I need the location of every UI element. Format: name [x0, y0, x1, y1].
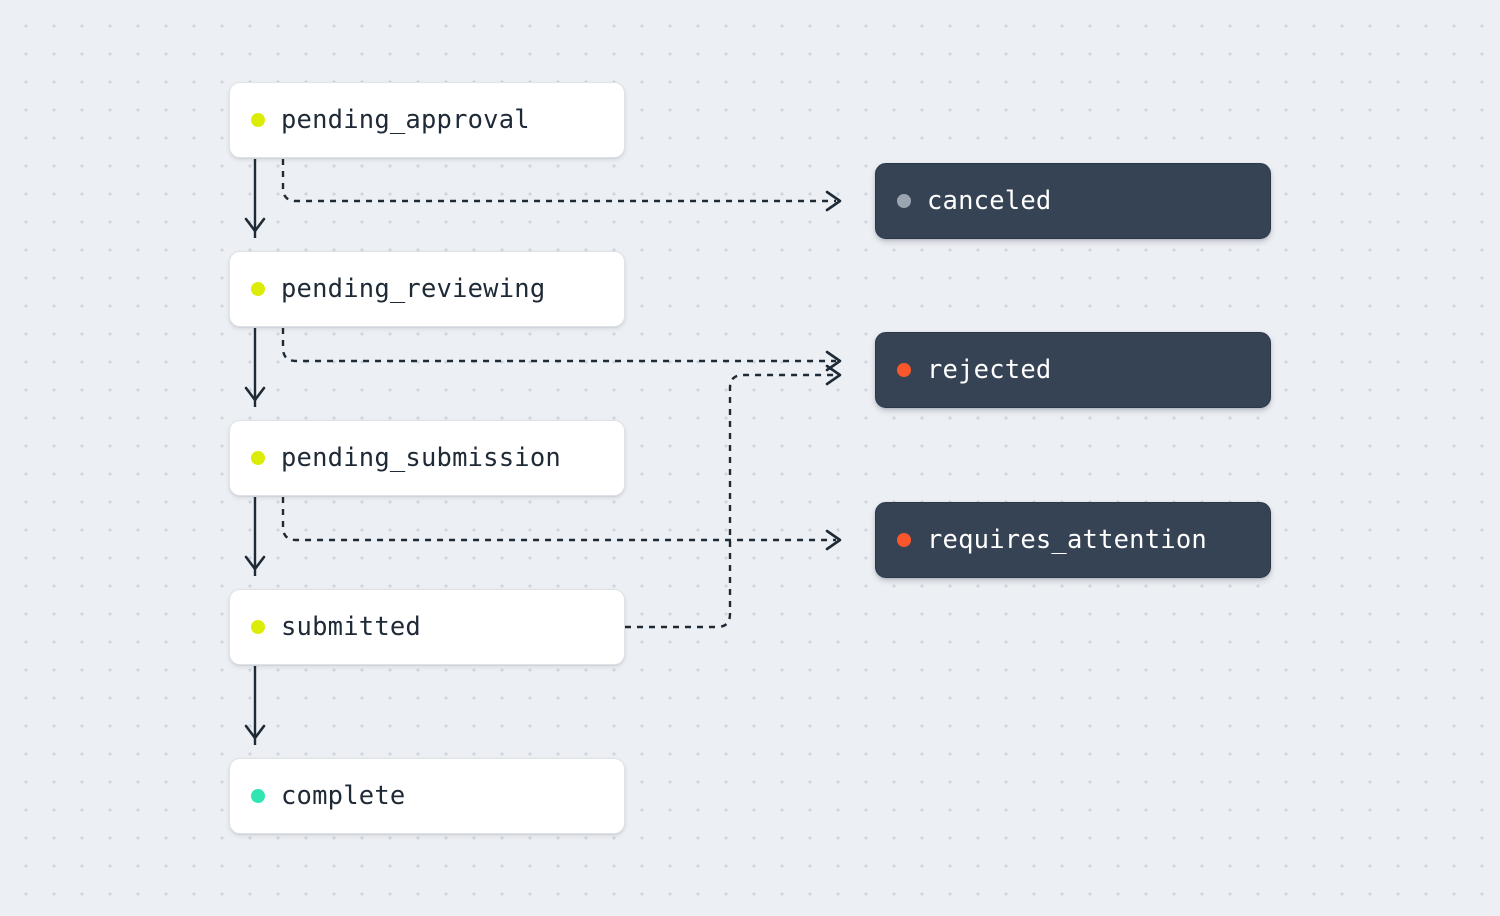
- node-label: requires_attention: [927, 525, 1207, 555]
- status-dot-yellow: [251, 282, 265, 296]
- edge-pending_submission-to-requires_attention: [281, 497, 836, 542]
- status-dot-yellow: [251, 113, 265, 127]
- edge-submitted-to-rejected: [625, 373, 836, 629]
- node-requires-attention[interactable]: requires_attention: [875, 502, 1271, 578]
- node-label: submitted: [281, 612, 421, 642]
- node-canceled[interactable]: canceled: [875, 163, 1271, 239]
- status-dot-gray: [897, 194, 911, 208]
- edge-pending_reviewing-to-rejected: [281, 328, 836, 363]
- node-rejected[interactable]: rejected: [875, 332, 1271, 408]
- status-dot-orange: [897, 533, 911, 547]
- edge-pending_approval-to-canceled: [281, 159, 836, 203]
- node-complete[interactable]: complete: [229, 758, 625, 834]
- node-label: pending_reviewing: [281, 274, 546, 304]
- arrowhead-down-3: [244, 555, 266, 571]
- node-pending-approval[interactable]: pending_approval: [229, 82, 625, 158]
- node-label: complete: [281, 781, 406, 811]
- node-submitted[interactable]: submitted: [229, 589, 625, 665]
- node-label: canceled: [927, 186, 1052, 216]
- node-pending-submission[interactable]: pending_submission: [229, 420, 625, 496]
- arrowhead-down-2: [244, 386, 266, 402]
- arrowhead-down-1: [244, 217, 266, 233]
- status-dot-yellow: [251, 451, 265, 465]
- node-label: pending_approval: [281, 105, 530, 135]
- status-dot-teal: [251, 789, 265, 803]
- node-label: pending_submission: [281, 443, 561, 473]
- arrowhead-right-requires-attention: [825, 529, 842, 551]
- status-dot-orange: [897, 363, 911, 377]
- arrowhead-right-canceled: [825, 190, 842, 212]
- node-label: rejected: [927, 355, 1052, 385]
- arrowhead-down-4: [244, 724, 266, 740]
- arrowhead-right-rejected-b: [825, 364, 842, 386]
- arrowhead-right-rejected-a: [825, 350, 842, 372]
- node-pending-reviewing[interactable]: pending_reviewing: [229, 251, 625, 327]
- status-dot-yellow: [251, 620, 265, 634]
